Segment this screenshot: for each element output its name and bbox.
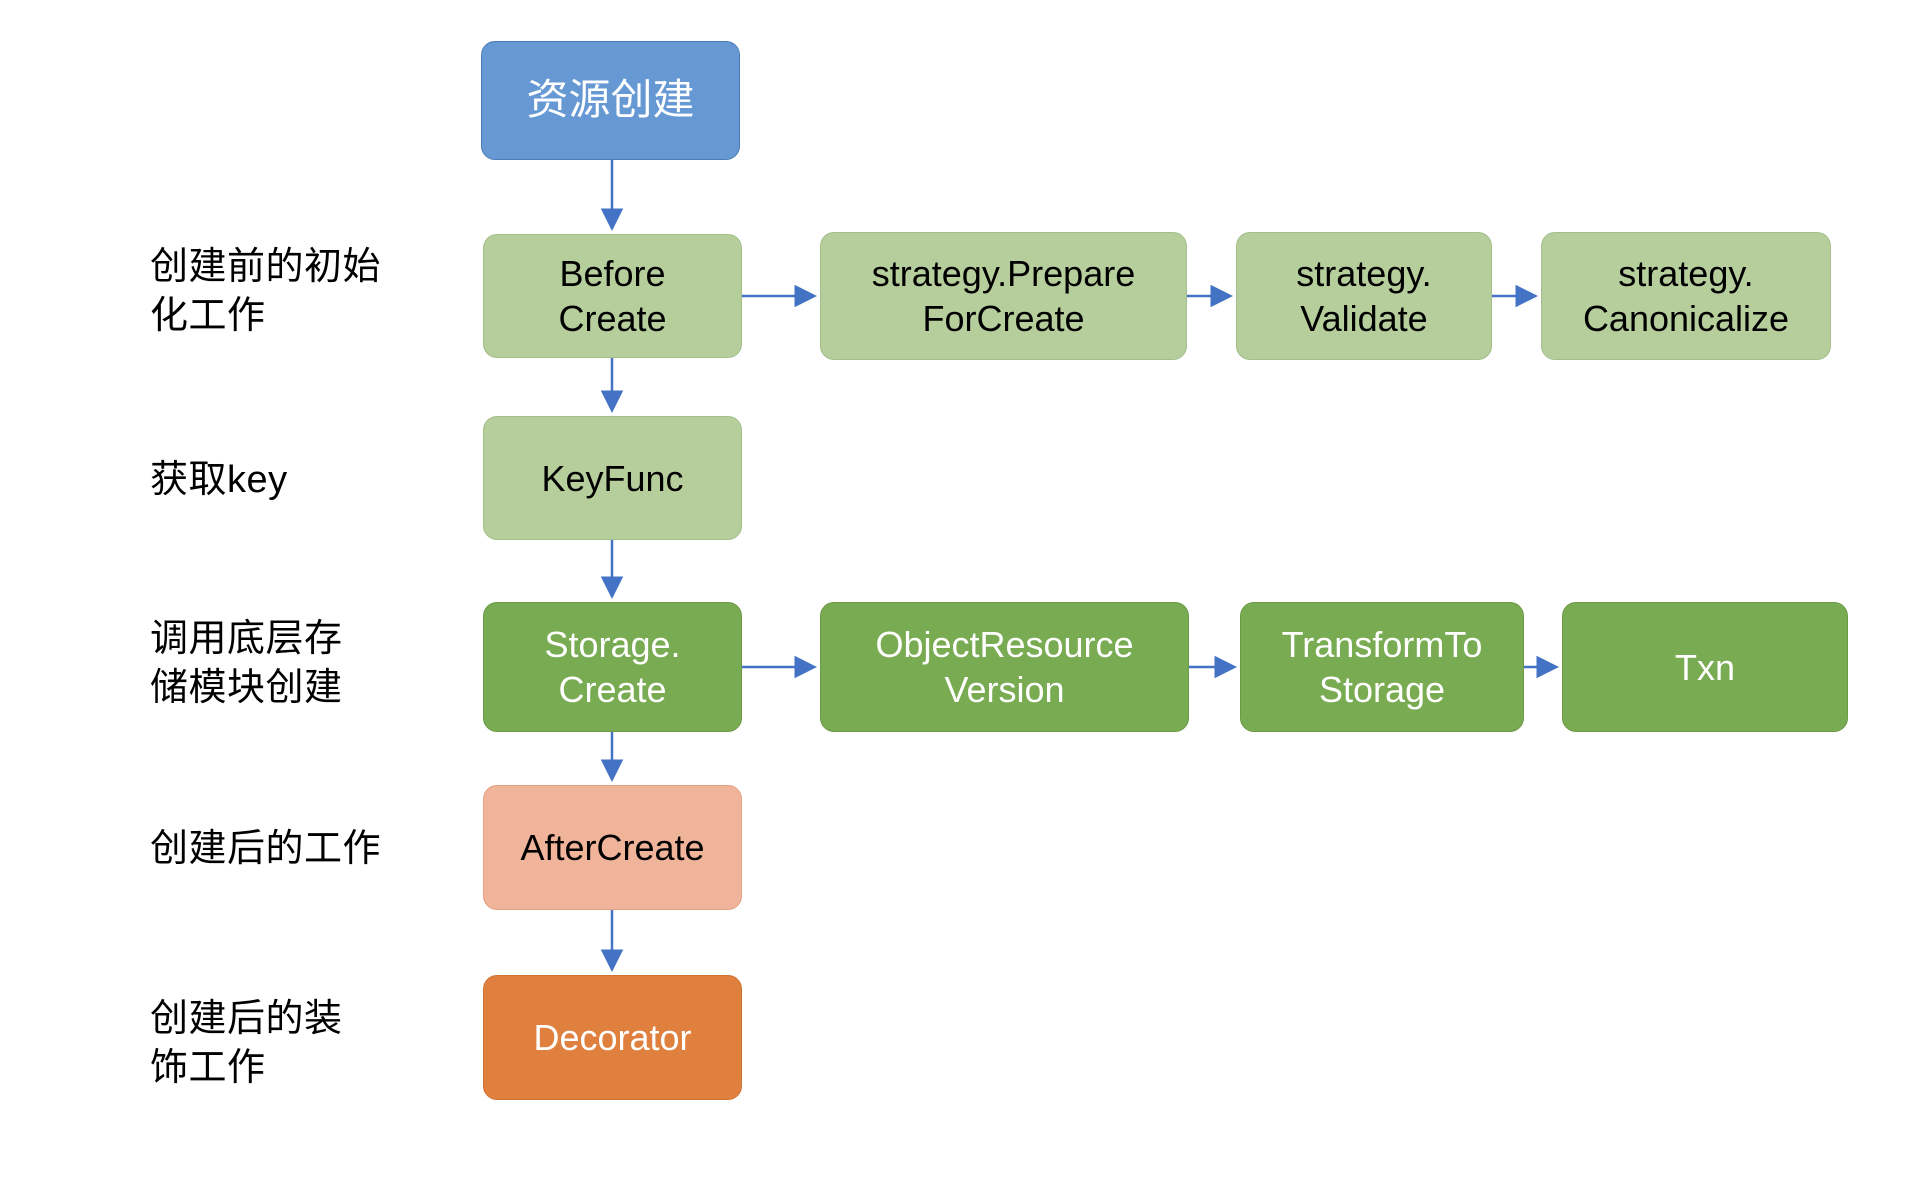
node-keyfunc[interactable]: KeyFunc — [483, 416, 742, 540]
row-label-keyfunc: 获取key — [150, 459, 288, 501]
node-transform-to-storage[interactable]: TransformTo Storage — [1240, 602, 1524, 732]
node-before-create[interactable]: Before Create — [483, 234, 742, 358]
node-object-resource-version[interactable]: ObjectResource Version — [820, 602, 1189, 732]
node-resource-create[interactable]: 资源创建 — [481, 41, 740, 160]
node-storage-create[interactable]: Storage. Create — [483, 602, 742, 732]
node-strategy-canonicalize[interactable]: strategy. Canonicalize — [1541, 232, 1831, 360]
row-label-before-create: 创建前的初始 化工作 — [150, 246, 382, 337]
node-after-create[interactable]: AfterCreate — [483, 785, 742, 910]
node-txn[interactable]: Txn — [1562, 602, 1848, 732]
row-label-storage-create: 调用底层存 储模块创建 — [150, 618, 343, 709]
node-decorator[interactable]: Decorator — [483, 975, 742, 1100]
node-strategy-validate[interactable]: strategy. Validate — [1236, 232, 1492, 360]
row-label-after-create: 创建后的工作 — [150, 828, 382, 870]
row-label-decorator: 创建后的装 饰工作 — [150, 998, 343, 1089]
node-strategy-prepare-for-create[interactable]: strategy.Prepare ForCreate — [820, 232, 1187, 360]
